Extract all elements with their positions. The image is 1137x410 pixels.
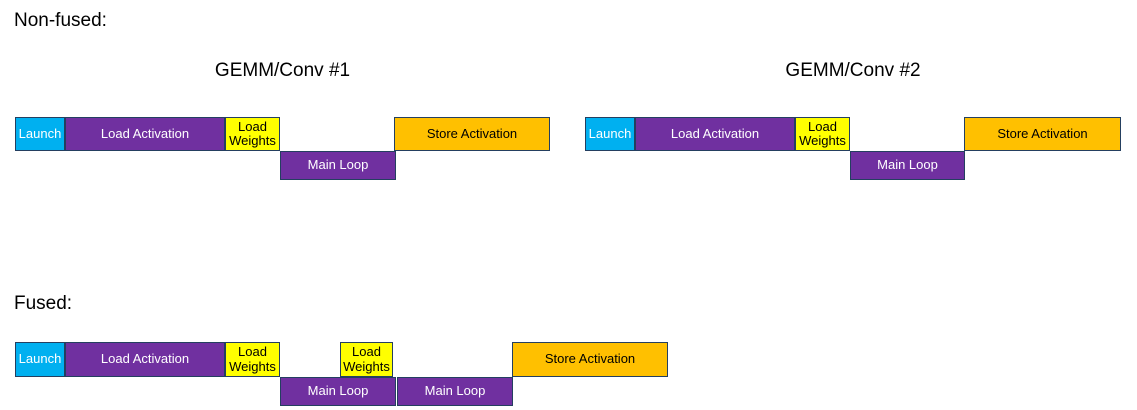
nonfused2-launch-block: Launch — [585, 117, 635, 151]
non-fused-section-label: Non-fused: — [14, 10, 107, 31]
nonfused1-launch-block: Launch — [15, 117, 65, 151]
fused-main-loop-1-block: Main Loop — [280, 377, 396, 406]
fused-load-activation-block: Load Activation — [65, 342, 225, 377]
fused-main-loop-2-block: Main Loop — [397, 377, 513, 406]
nonfused1-store-activation-block: Store Activation — [394, 117, 550, 151]
fused-section-label: Fused: — [14, 293, 73, 314]
gemm-conv-1-title: GEMM/Conv #1 — [214, 60, 351, 81]
fused-load-weights-1-block: Load Weights — [225, 342, 280, 377]
nonfused1-load-activation-block: Load Activation — [65, 117, 225, 151]
fused-store-activation-block: Store Activation — [512, 342, 668, 377]
nonfused2-store-activation-block: Store Activation — [964, 117, 1121, 151]
nonfused2-load-activation-block: Load Activation — [635, 117, 795, 151]
nonfused2-load-weights-block: Load Weights — [795, 117, 850, 151]
gemm-conv-2-title: GEMM/Conv #2 — [785, 60, 921, 81]
fused-launch-block: Launch — [15, 342, 65, 377]
fused-load-weights-2-block: Load Weights — [340, 342, 393, 377]
nonfused2-main-loop-block: Main Loop — [850, 151, 965, 180]
nonfused1-main-loop-block: Main Loop — [280, 151, 396, 180]
nonfused1-load-weights-block: Load Weights — [225, 117, 280, 151]
